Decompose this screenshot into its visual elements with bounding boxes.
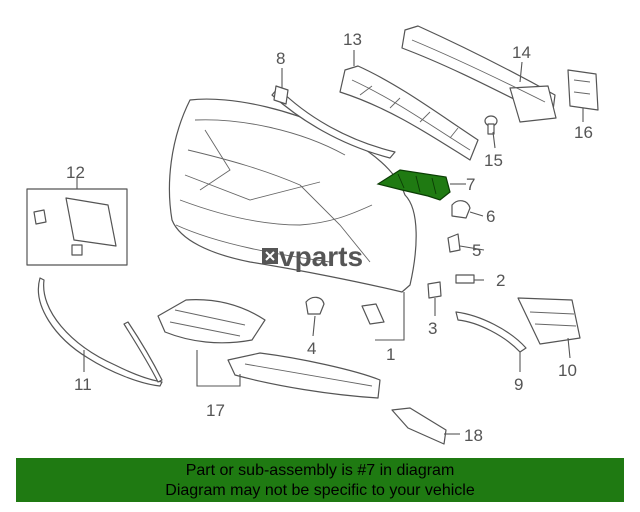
callout-17: 17 xyxy=(206,401,225,420)
bumper-bracket xyxy=(361,303,385,325)
energy-absorber xyxy=(339,65,479,161)
side-grille xyxy=(517,297,581,345)
lower-molding xyxy=(37,277,163,387)
highlighted-bracket xyxy=(376,169,451,201)
callout-10: 10 xyxy=(558,361,577,380)
callout-8: 8 xyxy=(276,49,285,68)
clip-5 xyxy=(447,233,461,253)
side-bracket xyxy=(567,69,599,111)
license-nut xyxy=(71,244,83,256)
callout-14: 14 xyxy=(512,43,531,62)
banner-line-2: Diagram may not be specific to your vehi… xyxy=(165,482,475,499)
callout-13: 13 xyxy=(343,30,362,49)
clip-6 xyxy=(451,200,471,219)
fog-lamp-bezel xyxy=(455,311,527,353)
callout-15: 15 xyxy=(484,151,503,170)
callout-16: 16 xyxy=(574,123,593,142)
lower-molding-end xyxy=(123,321,163,383)
license-bracket xyxy=(65,197,117,247)
callout-3: 3 xyxy=(428,319,437,338)
banner-line-1: Part or sub-assembly is #7 in diagram xyxy=(185,462,455,479)
callout-18: 18 xyxy=(464,426,483,445)
clip-4 xyxy=(305,296,325,315)
callout-5: 5 xyxy=(472,241,481,260)
bolt-15 xyxy=(484,115,498,135)
under-cover-front xyxy=(157,299,266,344)
reinforcement-bracket xyxy=(509,85,557,123)
callout-7: 7 xyxy=(466,175,475,194)
callout-11: 11 xyxy=(74,375,92,394)
callout-9: 9 xyxy=(514,375,523,394)
callout-1: 1 xyxy=(386,345,395,364)
callout-6: 6 xyxy=(486,207,495,226)
upper-trim-clip xyxy=(273,85,289,105)
vparts-watermark: vparts xyxy=(262,241,363,272)
callout-12: 12 xyxy=(66,163,85,182)
under-cover-rear xyxy=(227,352,381,399)
callout-2: 2 xyxy=(496,271,505,290)
lower-bracket xyxy=(391,407,447,445)
clip-3 xyxy=(427,281,442,299)
callout-numbers: 8 13 14 16 15 7 6 5 2 3 4 1 9 10 11 17 1… xyxy=(66,30,593,445)
leader-lines xyxy=(76,50,584,435)
screw-2 xyxy=(455,274,475,284)
bumper-cover xyxy=(168,98,417,293)
watermark-text: vparts xyxy=(279,241,363,272)
license-bolt xyxy=(33,209,47,225)
info-banner: Part or sub-assembly is #7 in diagram Di… xyxy=(16,458,624,502)
callout-4: 4 xyxy=(307,339,316,358)
